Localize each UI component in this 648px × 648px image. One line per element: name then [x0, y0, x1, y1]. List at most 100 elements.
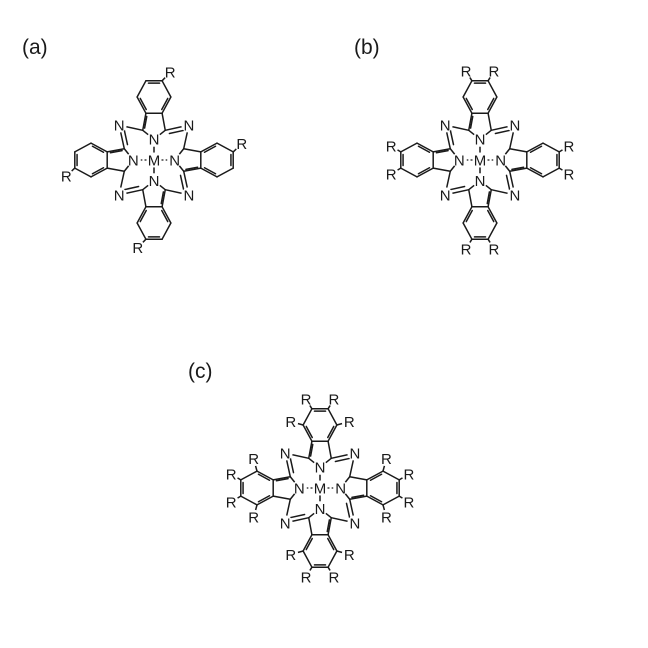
- atom-mask: [458, 241, 474, 257]
- atom-mask: [507, 117, 523, 133]
- atom-mask: [451, 152, 467, 168]
- substituent-R: R: [248, 510, 259, 527]
- substituent-R: R: [285, 547, 296, 564]
- atom-mask: [312, 480, 328, 496]
- bond: [542, 167, 560, 178]
- substituent-R: R: [329, 569, 340, 586]
- double-bond-inner: [305, 425, 313, 439]
- double-bond-inner: [91, 145, 105, 153]
- substituent-R: R: [236, 136, 247, 153]
- atom-mask: [347, 515, 363, 531]
- atom-mask: [486, 63, 502, 79]
- double-bond-inner: [417, 167, 431, 175]
- substituent-R: R: [248, 451, 259, 468]
- pyrrole-nitrogen: N: [169, 152, 180, 169]
- bond: [200, 142, 218, 153]
- aza-nitrogen: N: [280, 515, 291, 532]
- bond: [366, 495, 384, 506]
- bond: [302, 534, 313, 552]
- bond: [90, 167, 108, 178]
- pyrrole-bond: [272, 476, 292, 481]
- atom-mask: [383, 166, 399, 182]
- bond: [302, 408, 313, 426]
- double-bond-inner: [529, 167, 543, 175]
- panel-label-c: (c): [188, 360, 213, 383]
- substituent-R: R: [165, 65, 176, 82]
- atom-mask: [298, 569, 314, 585]
- pyrrole-nitrogen: N: [335, 480, 346, 497]
- pyrrole-bond: [142, 188, 147, 208]
- bond: [542, 142, 560, 153]
- aza-double: [494, 129, 512, 135]
- double-bond-inner: [417, 145, 431, 153]
- pyrrole-bond: [182, 148, 202, 153]
- pyrrole-bond: [508, 167, 528, 172]
- pyrrole-bond: [487, 112, 492, 132]
- pyrrole-bond: [308, 516, 313, 536]
- atom-mask: [312, 501, 328, 517]
- atom-mask: [246, 451, 262, 467]
- atom-mask: [472, 131, 488, 147]
- aza-double: [334, 457, 352, 463]
- pyrrole-bond: [432, 167, 452, 172]
- double-bond-inner: [139, 97, 147, 111]
- double-bond-inner: [327, 425, 335, 439]
- metal-center: M: [474, 152, 487, 169]
- atom-mask: [146, 152, 162, 168]
- bond: [487, 96, 498, 114]
- pyrrole-nitrogen: N: [149, 132, 160, 149]
- substituent-R: R: [329, 392, 340, 409]
- double-bond-inner: [139, 209, 147, 223]
- pyrrole-bond: [106, 148, 126, 153]
- bond: [327, 534, 338, 552]
- bond: [161, 80, 172, 98]
- double-bond-inner: [161, 209, 169, 223]
- aza-double: [345, 502, 351, 520]
- bond: [462, 222, 473, 240]
- pyrrole-bond: [161, 188, 166, 208]
- atom-mask: [181, 117, 197, 133]
- pyrrole-bond: [272, 495, 292, 500]
- pyrrole-bond: [508, 148, 528, 153]
- atom-mask: [458, 63, 474, 79]
- substituent-R: R: [61, 169, 72, 186]
- atom-mask: [401, 494, 417, 510]
- bond: [462, 80, 473, 98]
- atom-mask: [111, 187, 127, 203]
- atom-mask: [312, 459, 328, 475]
- bond: [462, 96, 473, 114]
- bond: [74, 167, 92, 178]
- double-bond-inner: [465, 209, 473, 223]
- bond: [161, 222, 172, 240]
- double-bond-inner: [465, 97, 473, 111]
- substituent-R: R: [489, 64, 500, 81]
- atom-mask: [223, 466, 239, 482]
- atom-mask: [130, 240, 146, 256]
- atom-mask: [493, 152, 509, 168]
- bond: [416, 142, 434, 153]
- atom-mask: [146, 131, 162, 147]
- double-bond-inner: [326, 519, 331, 533]
- aza-nitrogen: N: [509, 118, 520, 135]
- substituent-R: R: [563, 166, 574, 183]
- substituent-R: R: [344, 414, 355, 431]
- pyrrole-nitrogen: N: [294, 480, 305, 497]
- double-bond-inner: [185, 166, 199, 171]
- aza-nitrogen: N: [349, 515, 360, 532]
- double-bond-inner: [160, 191, 165, 205]
- double-bond-inner: [469, 115, 474, 129]
- bond: [216, 142, 234, 153]
- atom-mask: [341, 414, 357, 430]
- substituent-R: R: [386, 166, 397, 183]
- double-bond-inner: [109, 149, 123, 154]
- double-bond-inner: [203, 167, 217, 175]
- bond: [416, 167, 434, 178]
- atom-mask: [223, 494, 239, 510]
- substituent-R: R: [226, 494, 237, 511]
- atom-mask: [167, 152, 183, 168]
- atom-mask: [58, 168, 74, 184]
- pyrrole-nitrogen: N: [315, 460, 326, 477]
